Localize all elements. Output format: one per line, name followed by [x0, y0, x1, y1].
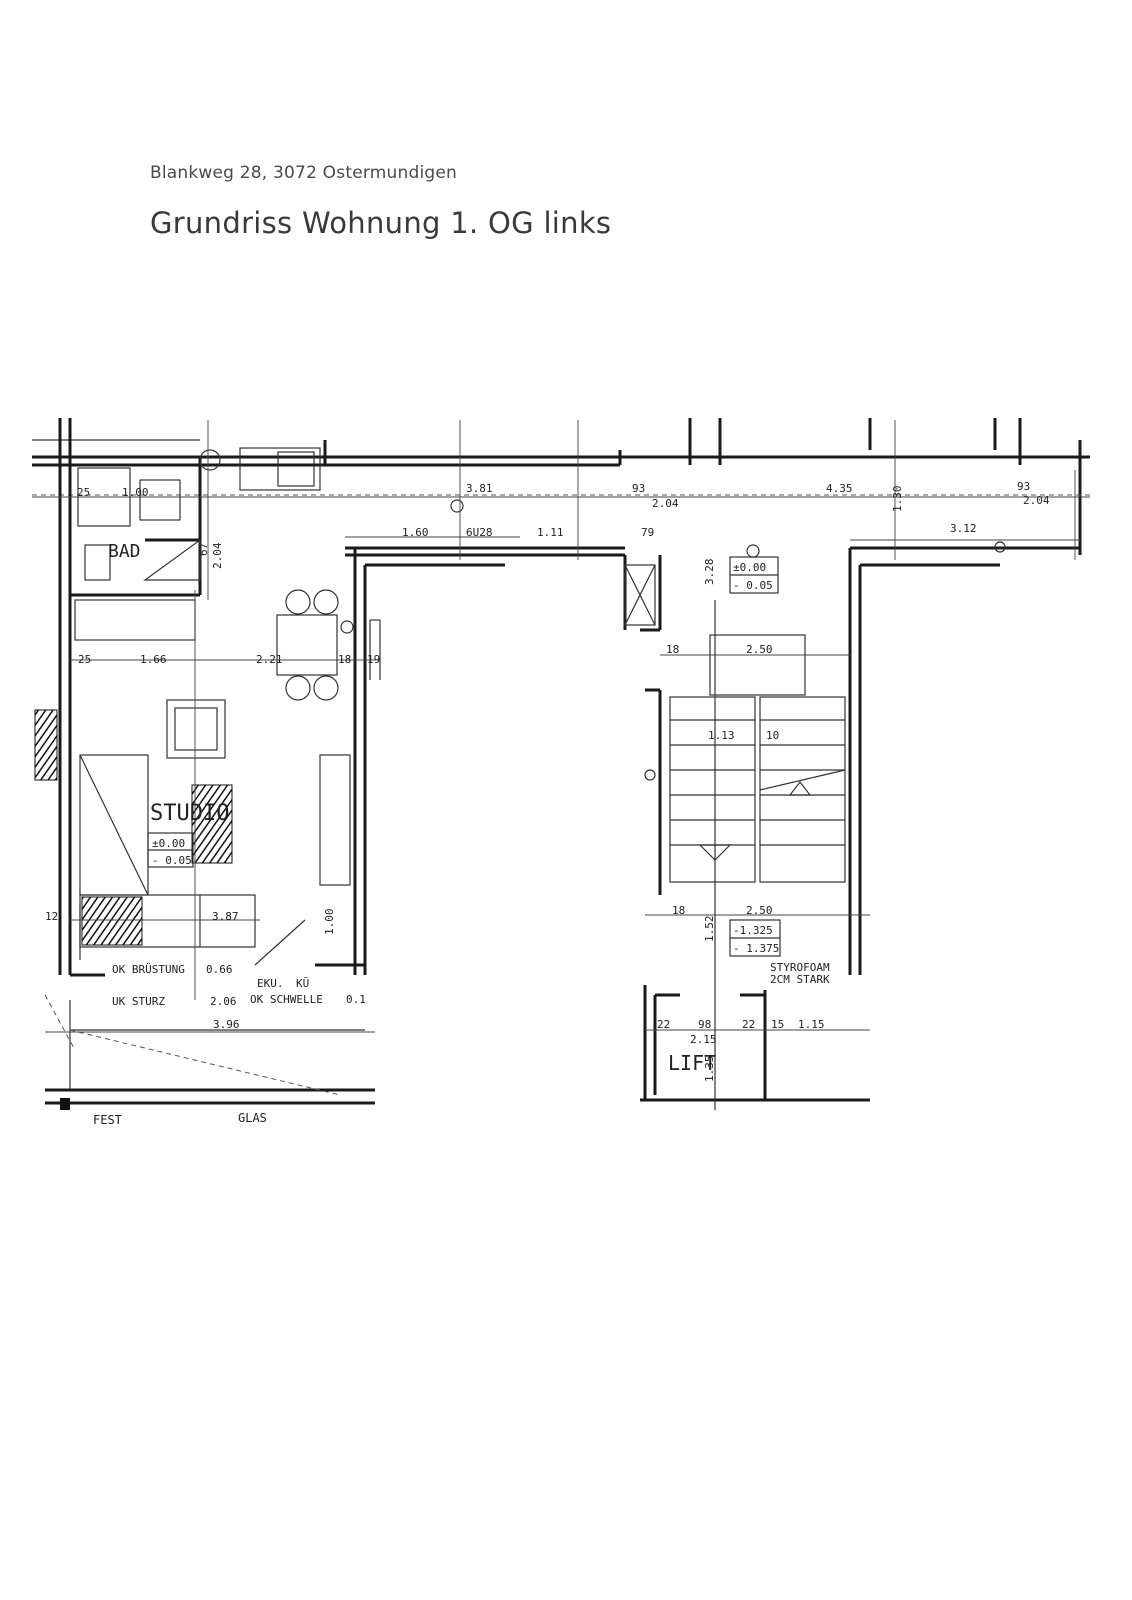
dim-label: 3.81: [466, 482, 493, 495]
note-fest: FEST: [93, 1113, 122, 1127]
note-uk-sturz: UK STURZ: [112, 995, 165, 1008]
dim-label: 18: [672, 904, 685, 917]
dim-label: 22: [657, 1018, 670, 1031]
dim-label: 18: [666, 643, 679, 656]
dim-label: 1.60: [402, 526, 429, 539]
landing-level-bottom: - 1.375: [733, 942, 779, 955]
dim-label: 1.00: [122, 486, 149, 499]
note-ok-bruestung-value: 0.66: [206, 963, 233, 976]
dim-label: 3.87: [212, 910, 239, 923]
dim-label: 2.50: [746, 904, 773, 917]
note-glas: GLAS: [238, 1111, 267, 1125]
note-eku: EKU.: [257, 977, 284, 990]
note-styrofoam: STYROFOAM: [770, 961, 830, 974]
landing-level-top: -1.325: [733, 924, 773, 937]
light-markers: [340, 499, 1006, 781]
dim-label: 1.66: [140, 653, 167, 666]
note-styrofoam-thickness: 2CM STARK: [770, 973, 830, 986]
address-line: Blankweg 28, 3072 Ostermundigen: [150, 163, 457, 183]
dim-label: 3.12: [950, 522, 977, 535]
room-label-studio: STUDIO: [150, 801, 229, 826]
dimension-lines: [32, 420, 1090, 1033]
studio-level-bottom: - 0.05: [152, 854, 192, 867]
staircase: [669, 600, 846, 1110]
dim-label: 2.04: [652, 497, 679, 510]
dim-label: 25: [78, 653, 91, 666]
dim-label: 19: [367, 653, 380, 666]
dim-label: 1.13: [708, 729, 735, 742]
balcony: [44, 994, 375, 1110]
dim-label: 1.15: [798, 1018, 825, 1031]
dim-label: 2.15: [690, 1033, 717, 1046]
apartment-walls: [58, 418, 625, 977]
dim-label: 98: [698, 1018, 711, 1031]
dim-label: 25: [77, 486, 90, 499]
dim-label: 10: [766, 729, 779, 742]
stair-core-walls: [623, 546, 1080, 1102]
dim-label: 1.52: [703, 916, 716, 943]
dim-label: 2.04: [211, 542, 224, 569]
dim-label: 22: [742, 1018, 755, 1031]
dim-label: 93: [1017, 480, 1030, 493]
hall-level-bottom: - 0.05: [733, 579, 773, 592]
dim-label: 93: [632, 482, 645, 495]
hall-level-top: ±0.00: [733, 561, 766, 574]
dimension-labels: 25 1.00 3.81 93 2.04 4.35 93 2.04 1.60 6…: [45, 480, 1050, 1082]
dim-label: 2.21: [256, 653, 283, 666]
dim-label: 3.28: [703, 559, 716, 586]
studio-furniture: [34, 589, 351, 966]
room-label-lift: LIFT: [668, 1051, 716, 1075]
dim-label: 3.96: [213, 1018, 240, 1031]
dim-label: 1.35: [703, 1056, 716, 1083]
note-ok-schwelle: OK SCHWELLE: [250, 993, 323, 1006]
dim-label: 2.04: [1023, 494, 1050, 507]
note-uk-sturz-value: 2.06: [210, 995, 237, 1008]
dim-label: 1.00: [323, 909, 336, 936]
dim-label: 18: [338, 653, 351, 666]
note-ok-bruestung: OK BRÜSTUNG: [112, 963, 185, 976]
note-ku: KÜ: [296, 977, 309, 990]
dim-label: 15: [771, 1018, 784, 1031]
note-ok-schwelle-value: 0.1: [346, 993, 366, 1006]
dim-label: 12: [45, 910, 58, 923]
dim-label: 1.30: [891, 486, 904, 513]
dim-label: 2.50: [746, 643, 773, 656]
page-title: Grundriss Wohnung 1. OG links: [150, 206, 612, 240]
dim-label: 67: [197, 543, 210, 556]
dim-label: 79: [641, 526, 654, 539]
dim-label: 1.11: [537, 526, 564, 539]
dim-label: 4.35: [826, 482, 853, 495]
dim-label: 6U28: [466, 526, 493, 539]
room-label-bad: BAD: [108, 541, 141, 562]
studio-level-top: ±0.00: [152, 837, 185, 850]
